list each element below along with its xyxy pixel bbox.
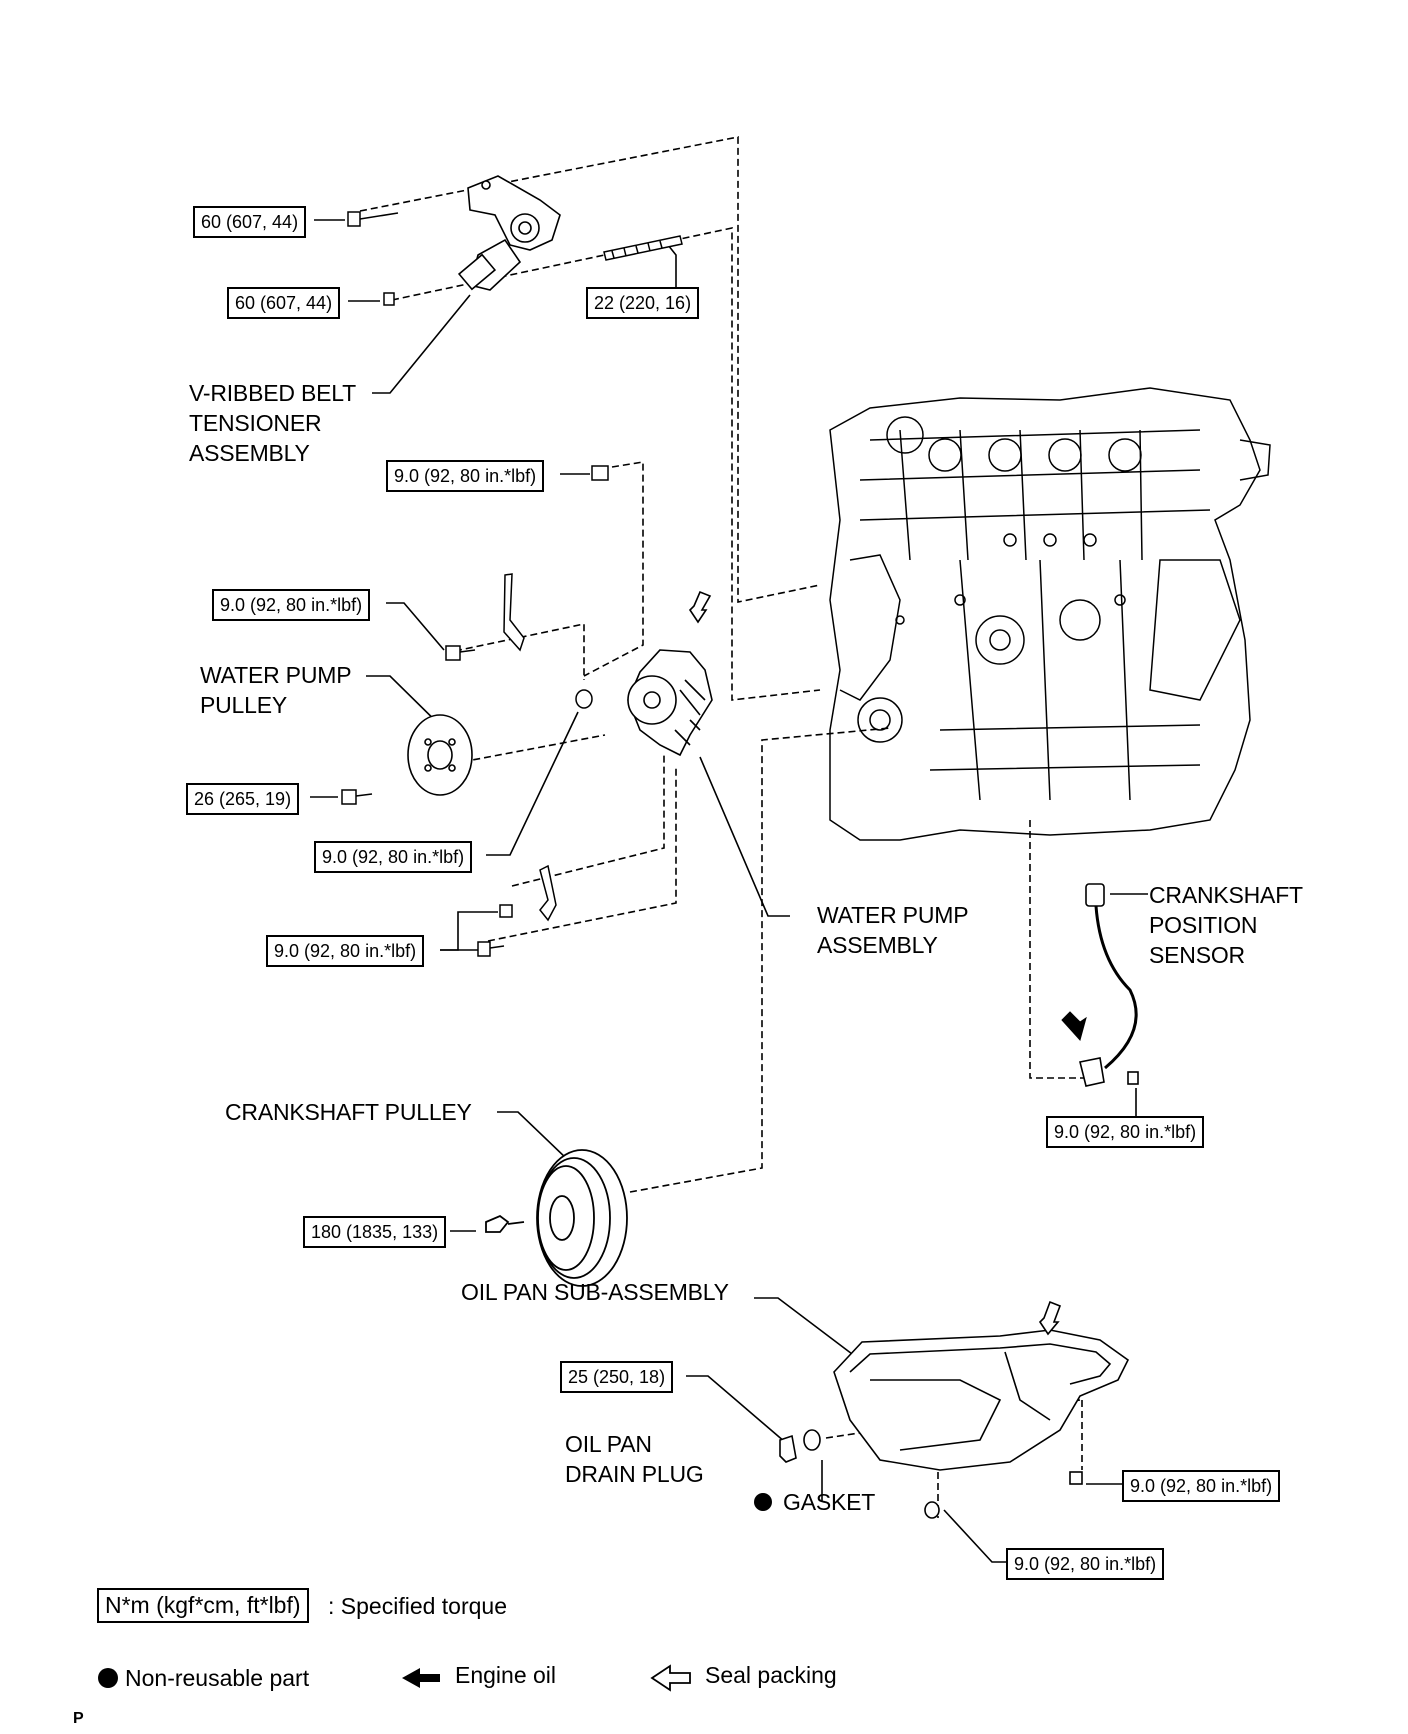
leader-lines xyxy=(310,219,1148,1563)
seal-packing-arrow-pump xyxy=(688,590,712,624)
label-drain-plug: OIL PAN DRAIN PLUG xyxy=(565,1431,704,1487)
torque-spec-bracket-left: 9.0 (92, 80 in.*lbf) xyxy=(212,589,371,621)
torque-spec-tensioner-nut: 60 (607, 44) xyxy=(227,287,341,319)
engine-oil-legend-arrow xyxy=(402,1668,440,1688)
alignment-lines xyxy=(359,136,1085,1518)
crankshaft-pulley-drawing xyxy=(485,1149,628,1287)
torque-spec-tensioner-bolt: 60 (607, 44) xyxy=(193,206,307,238)
torque-spec-drain-plug: 25 (250, 18) xyxy=(560,1361,674,1393)
tensioner-bolt xyxy=(347,211,683,306)
torque-spec-pump-nut: 9.0 (92, 80 in.*lbf) xyxy=(314,841,473,873)
legend-non-reusable: Non-reusable part xyxy=(125,1665,310,1691)
label-crankshaft-position-sensor: CRANKSHAFT POSITION SENSOR xyxy=(1149,882,1303,968)
engine-oil-arrow-sensor xyxy=(1061,1011,1087,1042)
legend-seal-packing: Seal packing xyxy=(705,1662,837,1688)
label-oil-pan: OIL PAN SUB-ASSEMBLY xyxy=(461,1279,729,1305)
label-crankshaft-pulley: CRANKSHAFT PULLEY xyxy=(225,1099,472,1125)
label-gasket: GASKET xyxy=(783,1489,876,1515)
engine-block-drawing xyxy=(829,387,1271,841)
label-water-pump-pulley: WATER PUMP PULLEY xyxy=(200,662,352,718)
non-reusable-legend-dot xyxy=(98,1668,118,1688)
seal-packing-arrow-oilpan xyxy=(1038,1300,1062,1336)
label-water-pump-assembly: WATER PUMP ASSEMBLY xyxy=(817,902,969,958)
torque-spec-bracket-upper: 9.0 (92, 80 in.*lbf) xyxy=(386,460,545,492)
torque-spec-pan-bolt-bottom: 9.0 (92, 80 in.*lbf) xyxy=(1006,1548,1165,1580)
water-pump-pulley-drawing xyxy=(407,714,473,796)
torque-spec-stud: 22 (220, 16) xyxy=(586,287,700,319)
oil-pan-drawing xyxy=(833,1329,1130,1471)
drain-plug-drawing xyxy=(779,1429,1083,1519)
torque-spec-lower-bracket: 9.0 (92, 80 in.*lbf) xyxy=(266,935,425,967)
legend-torque-unit: N*m (kgf*cm, ft*lbf) xyxy=(97,1588,309,1623)
gasket-nonreusable-dot xyxy=(754,1493,772,1511)
label-tensioner-assembly: V-RIBBED BELT TENSIONER ASSEMBLY xyxy=(189,380,356,466)
footer-code: P xyxy=(73,1710,84,1727)
torque-spec-pulley-bolt: 26 (265, 19) xyxy=(186,783,300,815)
seal-packing-legend-arrow xyxy=(650,1664,691,1692)
torque-spec-sensor-bolt: 9.0 (92, 80 in.*lbf) xyxy=(1046,1116,1205,1148)
torque-spec-crank-pulley-bolt: 180 (1835, 133) xyxy=(303,1216,447,1248)
water-pump-brackets xyxy=(341,465,609,957)
legend-engine-oil: Engine oil xyxy=(455,1662,557,1688)
tensioner-assembly-drawing xyxy=(457,175,561,291)
torque-spec-pan-bolt-right: 9.0 (92, 80 in.*lbf) xyxy=(1122,1470,1281,1502)
legend-torque-desc: : Specified torque xyxy=(328,1593,508,1619)
ckp-sensor-drawing xyxy=(1079,883,1139,1087)
water-pump-drawing xyxy=(627,649,713,757)
